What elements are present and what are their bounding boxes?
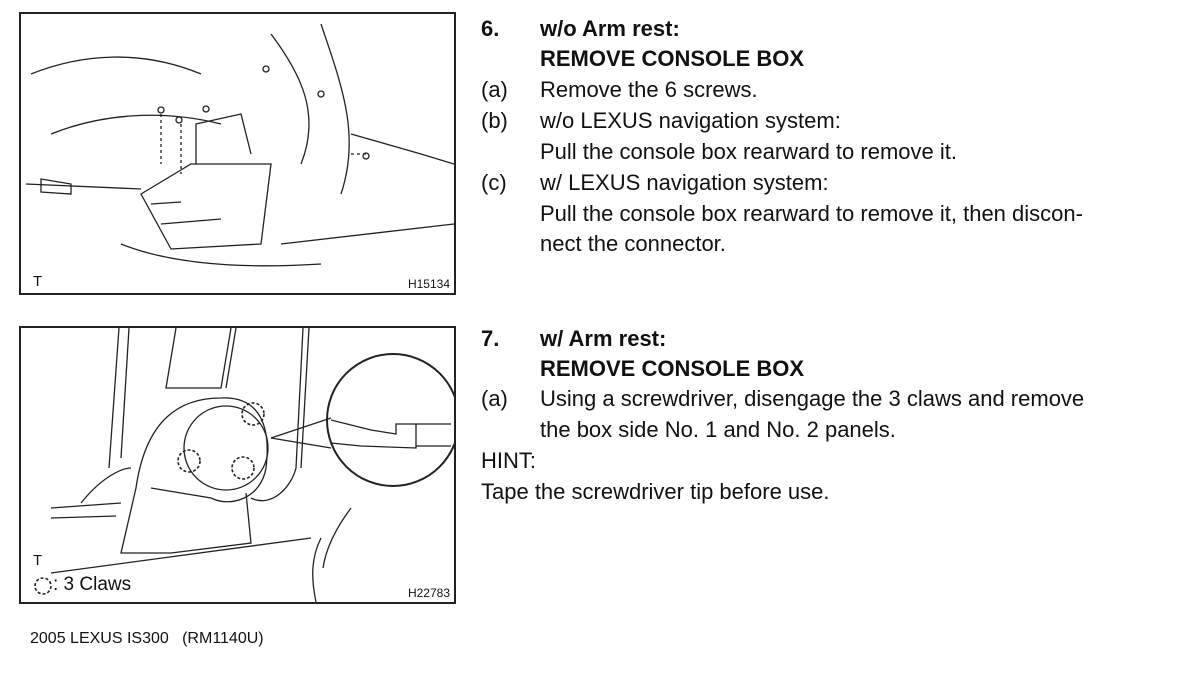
substep-label: (c) bbox=[481, 170, 507, 195]
substep-label: (a) bbox=[481, 77, 508, 102]
substep-label: (b) bbox=[481, 108, 508, 133]
hint-text: Tape the screwdriver tip before use. bbox=[481, 479, 830, 504]
substep-text: Remove the 6 screws. bbox=[540, 77, 758, 102]
substep-text: nect the connector. bbox=[540, 231, 726, 256]
step-number: 7. bbox=[481, 326, 500, 351]
figure-code: H15134 bbox=[407, 277, 450, 291]
page-footer: 2005 LEXUS IS300 (RM1140U) bbox=[30, 630, 264, 647]
substep-text: Pull the console box rearward to remove … bbox=[540, 201, 1083, 226]
substep-text: w/o LEXUS navigation system: bbox=[540, 108, 841, 133]
figure-console-screws: T H15134 bbox=[19, 12, 456, 295]
substep-text: Pull the console box rearward to remove … bbox=[540, 139, 957, 164]
claws-illustration bbox=[34, 328, 454, 602]
figure-code: H22783 bbox=[407, 586, 450, 600]
substep-text: w/ LEXUS navigation system: bbox=[540, 170, 829, 195]
step-heading: REMOVE CONSOLE BOX bbox=[540, 356, 805, 381]
orientation-label: T bbox=[33, 273, 43, 290]
substep-text: the box side No. 1 and No. 2 panels. bbox=[540, 417, 896, 442]
substep-label: (a) bbox=[481, 386, 508, 411]
step-heading: REMOVE CONSOLE BOX bbox=[540, 46, 805, 71]
claw-legend-icon bbox=[34, 577, 52, 595]
orientation-label: T bbox=[33, 552, 43, 569]
figure-claws: T : 3 Claws H22783 bbox=[19, 326, 456, 604]
step-title: w/ Arm rest: bbox=[540, 326, 667, 351]
step-title: w/o Arm rest: bbox=[540, 16, 680, 41]
step-number: 6. bbox=[481, 16, 500, 41]
console-screws-illustration bbox=[25, 23, 454, 267]
substep-text: Using a screwdriver, disengage the 3 cla… bbox=[540, 386, 1085, 411]
claws-legend: : 3 Claws bbox=[53, 574, 132, 595]
hint-label: HINT: bbox=[481, 448, 536, 473]
